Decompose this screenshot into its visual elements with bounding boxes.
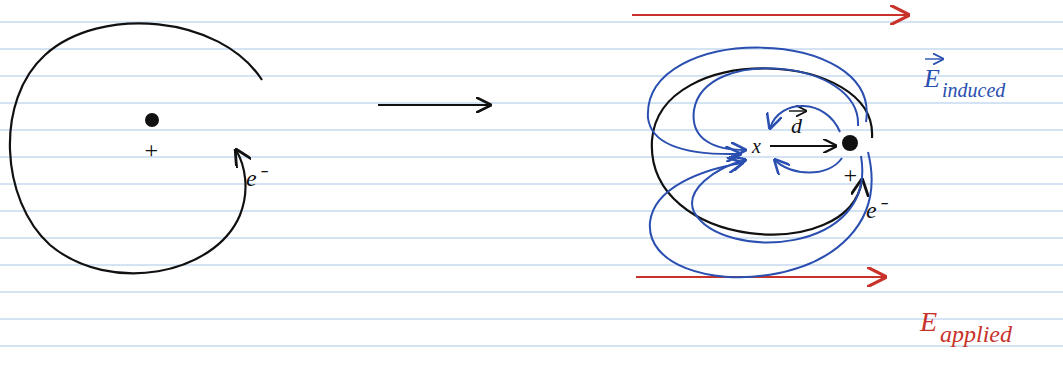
- vector-arrow: [925, 58, 943, 59]
- nucleus: [842, 135, 858, 151]
- paper-lines: [0, 22, 1063, 346]
- center-mark: x: [752, 136, 761, 156]
- field-symbol: E: [924, 66, 940, 92]
- dipole-vector: [770, 145, 836, 147]
- electron-label: e⁻: [866, 198, 885, 222]
- field-subscript: induced: [942, 80, 1005, 100]
- applied-field-arrow: [632, 14, 908, 16]
- nucleus-charge: +: [842, 163, 858, 187]
- dipole-label: d: [791, 115, 802, 137]
- electron-label: e⁻: [246, 166, 265, 190]
- field-subscript: applied: [940, 322, 1012, 346]
- induced-field-lines: [648, 48, 872, 278]
- vector-arrow: [789, 110, 806, 111]
- transition-arrow: [378, 104, 490, 106]
- electron-orbit: [652, 68, 872, 234]
- field-symbol: E: [920, 308, 937, 336]
- nucleus-charge: +: [143, 138, 159, 162]
- electron-orbit: [10, 23, 262, 273]
- nucleus: [145, 113, 159, 127]
